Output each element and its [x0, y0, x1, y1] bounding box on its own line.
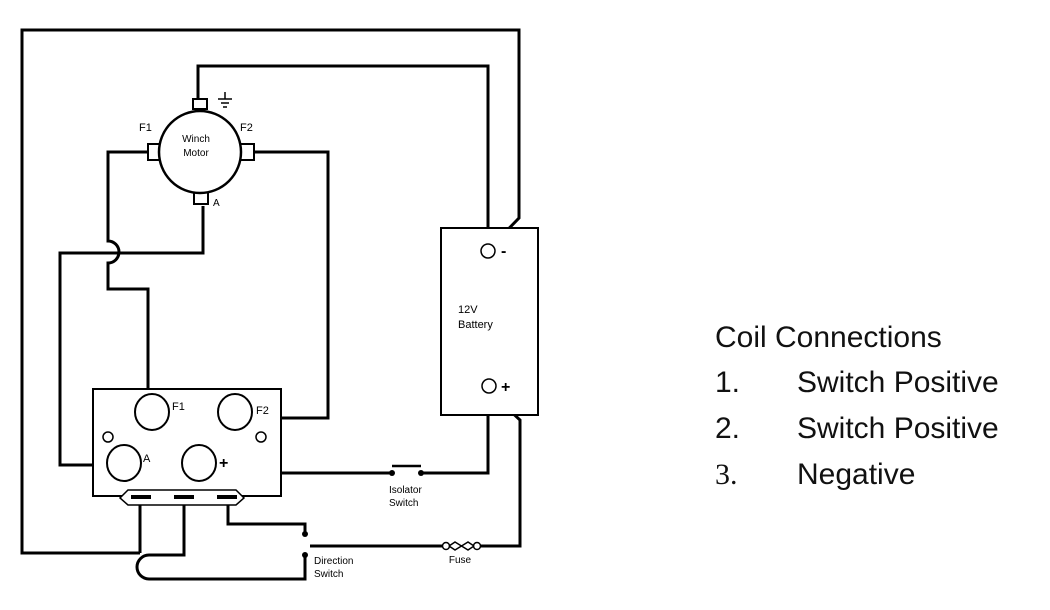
wire-coil3	[226, 496, 307, 532]
winch-motor: Winch Motor F1 F2 A	[139, 92, 255, 209]
wire-isolator-battery	[421, 393, 490, 475]
wire-motor-f2	[254, 150, 330, 420]
legend-item-number: 3.	[715, 458, 738, 491]
motor-terminal-top	[192, 98, 208, 110]
legend-item-number: 2.	[715, 412, 741, 445]
isolator-switch: Isolator Switch	[389, 464, 424, 509]
fuse: Fuse	[441, 541, 482, 566]
coil-pin-1	[131, 495, 151, 499]
legend-item: 1. Switch Positive	[715, 360, 999, 406]
ground-icon	[218, 92, 232, 108]
solenoid-terminal-a	[106, 444, 142, 482]
fuse-label: Fuse	[449, 555, 472, 566]
wire-coil2	[135, 496, 307, 581]
wire-motor-a	[58, 206, 205, 467]
solenoid-a-label: A	[143, 453, 151, 465]
wire-outer-frame	[20, 28, 521, 555]
motor-label-line2: Motor	[183, 148, 209, 159]
motor-a-label: A	[213, 198, 220, 209]
solenoid-terminal-f2	[217, 393, 253, 431]
legend-item: 3. Negative	[715, 452, 942, 498]
battery: - + 12V Battery	[440, 227, 539, 416]
motor-label-line1: Winch	[182, 134, 210, 145]
coil-pin-3	[217, 495, 237, 499]
coil-connections-legend: Coil Connections 1. Switch Positive 2. S…	[715, 318, 999, 498]
legend-title: Coil Connections	[715, 321, 942, 354]
motor-body	[157, 109, 243, 195]
solenoid-f1-label: F1	[172, 401, 185, 413]
mount-hole-right	[255, 431, 267, 443]
wire-motor-ground	[196, 64, 490, 244]
solenoid-terminal-f1	[134, 393, 170, 431]
battery-negative-label: -	[501, 243, 506, 260]
motor-f1-label: F1	[139, 122, 152, 134]
mount-hole-left	[102, 431, 114, 443]
direction-label-line2: Switch	[314, 569, 343, 580]
legend-item-number: 1.	[715, 366, 741, 399]
legend-item: 2. Switch Positive	[715, 406, 999, 452]
legend-item-text: Switch Positive	[797, 412, 999, 445]
solenoid-terminal-positive	[181, 444, 217, 482]
solenoid-positive-label: +	[219, 455, 228, 472]
isolator-label-line2: Switch	[389, 498, 418, 509]
isolator-label-line1: Isolator	[389, 485, 422, 496]
solenoid-f2-label: F2	[256, 405, 269, 417]
direction-switch: Direction Switch	[302, 531, 353, 580]
battery-positive-label: +	[501, 379, 510, 396]
wire-motor-f1	[106, 150, 150, 398]
battery-label-line1: 12V	[458, 304, 478, 316]
battery-negative-terminal	[480, 243, 496, 259]
coil-pin-2	[174, 495, 194, 499]
battery-positive-terminal	[481, 378, 497, 394]
legend-item-text: Negative	[797, 458, 916, 491]
direction-label-line1: Direction	[314, 556, 353, 567]
battery-label-line2: Battery	[458, 319, 493, 331]
motor-f2-label: F2	[240, 122, 253, 134]
legend-item-text: Switch Positive	[797, 366, 999, 399]
solenoid-pack: F1 F2 A +	[92, 388, 282, 506]
